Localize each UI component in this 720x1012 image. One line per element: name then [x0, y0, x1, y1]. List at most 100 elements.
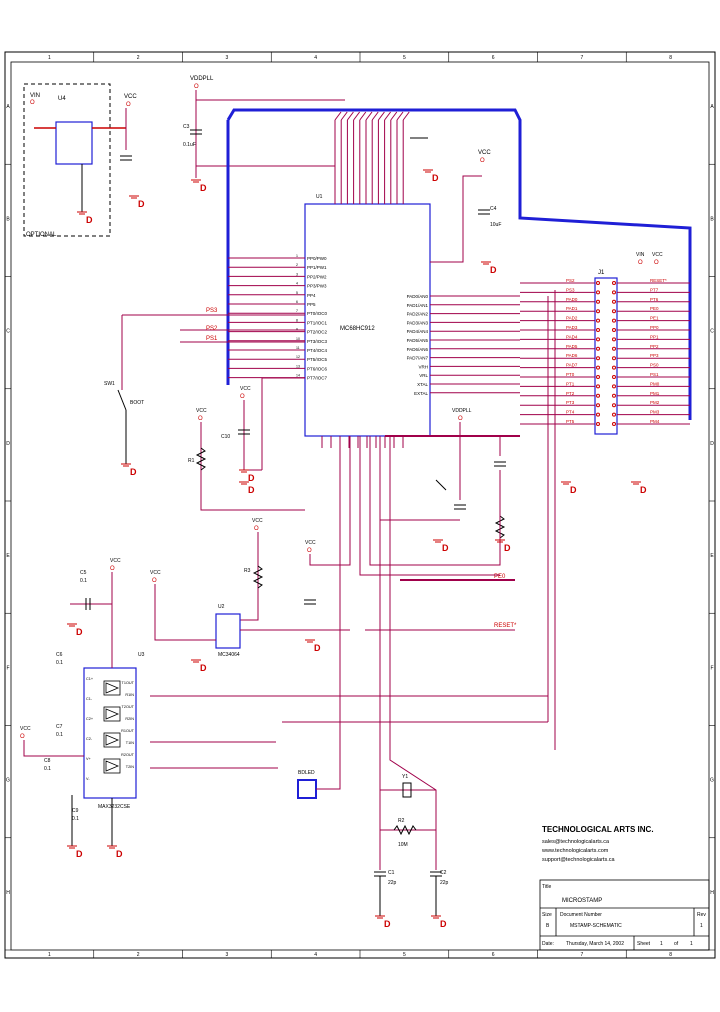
docnum-value: MSTAMP-SCHEMATIC — [570, 923, 622, 929]
vcc-r3-wire — [240, 532, 259, 621]
optional-label: OPTIONAL — [26, 232, 57, 238]
mcu-left-pin-label: PP4 — [307, 293, 316, 298]
mcu-left-pin-label: PT4/IOC4 — [307, 348, 328, 353]
vin-marker: O — [30, 100, 35, 106]
c-left4-val: 0.1 — [44, 766, 51, 772]
conn-right-label: PT6 — [650, 297, 659, 302]
reg-vcc-marker: O — [126, 102, 131, 108]
border-col-label-bottom: 8 — [669, 952, 672, 958]
ground-label: D — [248, 485, 255, 495]
mcu-left-pin-label: PT2/IOC2 — [307, 330, 328, 335]
vcc-rst-label: VCC — [305, 540, 316, 546]
conn-left-label: PS3 — [566, 287, 575, 292]
c-left1-val: 0.1 — [80, 578, 87, 584]
conn-vcc-label: VCC — [652, 252, 663, 258]
rs232-driver-triangle — [105, 734, 120, 746]
border-col-label-bottom: 5 — [403, 952, 406, 958]
border-col-label-bottom: 1 — [48, 952, 51, 958]
border-row-label-right: H — [710, 890, 714, 896]
conn-right-pin — [612, 384, 616, 389]
mcu-left-pin-num: 1 — [296, 254, 298, 258]
size-value: B — [546, 923, 550, 929]
border-row-label-left: B — [6, 216, 10, 222]
vcc-r1-marker: O — [240, 394, 245, 400]
conn-right-pin — [612, 281, 616, 285]
address-bus-top — [226, 108, 692, 420]
c-left1-label: C5 — [80, 570, 87, 576]
regulator-chip — [55, 121, 93, 165]
conn-left-label: PAD7 — [566, 363, 578, 368]
mcu-left-pin-label: PP1/PW1 — [307, 265, 327, 270]
conn-left-label: PAD2 — [566, 316, 578, 321]
conn-right-label: PP1 — [650, 334, 659, 339]
vcc-left-label: VCC — [20, 726, 31, 732]
mcu-left-pin-label: PT5/IOC5 — [307, 357, 328, 362]
mcu-left-pin-label: PP2/PW2 — [307, 274, 327, 279]
border-col-label-bottom: 7 — [580, 952, 583, 958]
xirq-wire — [261, 377, 305, 470]
border-row-label-left: H — [6, 890, 10, 896]
ground-label: D — [440, 919, 447, 929]
c-left5-label: C9 — [72, 808, 79, 814]
vcc-r2-wire — [200, 422, 305, 511]
mcu-right-pin-label: PAD0/AN0 — [407, 294, 429, 299]
mcu-right-pin-label: PAD4/AN4 — [407, 329, 429, 334]
conn-left-pin — [596, 393, 600, 398]
mcu-left-pin-num: 4 — [296, 282, 298, 286]
ps1-label: PS1 — [206, 336, 218, 342]
vddpll-low-marker: O — [458, 416, 463, 422]
connector-j1 — [594, 277, 618, 435]
vcc-232-marker: O — [110, 566, 115, 572]
conn-right-label: PM1 — [650, 391, 660, 396]
rs232-driver-triangle — [105, 682, 120, 694]
border-col-label-bottom: 3 — [225, 952, 228, 958]
vcc-r1-wire — [243, 400, 262, 471]
conn-right-label: PT7 — [650, 287, 659, 292]
reset-chip-label: MC34064 — [218, 652, 240, 658]
border-col-label-top: 7 — [580, 55, 583, 61]
c-top-val: 0.1uF — [183, 142, 196, 148]
u2-label: U2 — [218, 604, 225, 610]
conn-right-pin — [612, 318, 616, 323]
conn-left-label: PAD3 — [566, 325, 578, 330]
c-top-label: C3 — [183, 124, 190, 130]
rs232-right-pin: T1IN — [126, 741, 134, 745]
rs232-right-pin: T2IN — [126, 765, 134, 769]
conn-right-pin — [612, 375, 616, 379]
vcc-232-label: VCC — [110, 558, 121, 564]
mcu-left-pin-num: 14 — [296, 374, 300, 378]
sheet-value: 1 — [660, 941, 663, 947]
conn-right-label: PP2 — [650, 344, 659, 349]
conn-vcc-marker: O — [654, 260, 659, 266]
mcu-pe-wire — [359, 436, 500, 576]
mcu-right-pin-label: PAD2/AN2 — [407, 312, 429, 317]
resistor-r2 — [393, 824, 417, 836]
conn-right-label: PM2 — [650, 400, 660, 405]
c-left3-label: C7 — [56, 724, 63, 730]
border-row-label-left: A — [6, 104, 10, 110]
ground-label: D — [442, 543, 449, 553]
vcc-left-wire — [23, 740, 84, 757]
ps3-label: PS3 — [206, 308, 218, 314]
vcc-r1-label: VCC — [240, 386, 251, 392]
mcu-left-pin-label: PT0/IOC0 — [307, 311, 328, 316]
date-label: Date: — [542, 941, 554, 947]
rs232-left-pin: C1+ — [86, 677, 94, 681]
boot-switch-blade — [117, 389, 127, 411]
mcu-top-pin-bend — [377, 111, 385, 121]
conn-right-label: RESET* — [650, 278, 667, 283]
ground-label: D — [76, 627, 83, 637]
conn-left-label: PAD5 — [566, 344, 578, 349]
conn-right-pin — [612, 299, 616, 304]
rs232-left-pin: C2+ — [86, 717, 94, 721]
vddpll-low-label: VDDPLL — [452, 408, 472, 414]
rs232-right-pin: T1OUT — [122, 681, 135, 685]
u1-label: U1 — [316, 194, 323, 200]
conn-right-pin — [612, 309, 616, 314]
ground-label: D — [86, 215, 93, 225]
mcu-right-pin-label: PAD7/AN7 — [407, 356, 429, 361]
vcc-r3-label: VCC — [252, 518, 263, 524]
mcu-left-pin-num: 7 — [296, 309, 298, 313]
c-left3-val: 0.1 — [56, 732, 63, 738]
